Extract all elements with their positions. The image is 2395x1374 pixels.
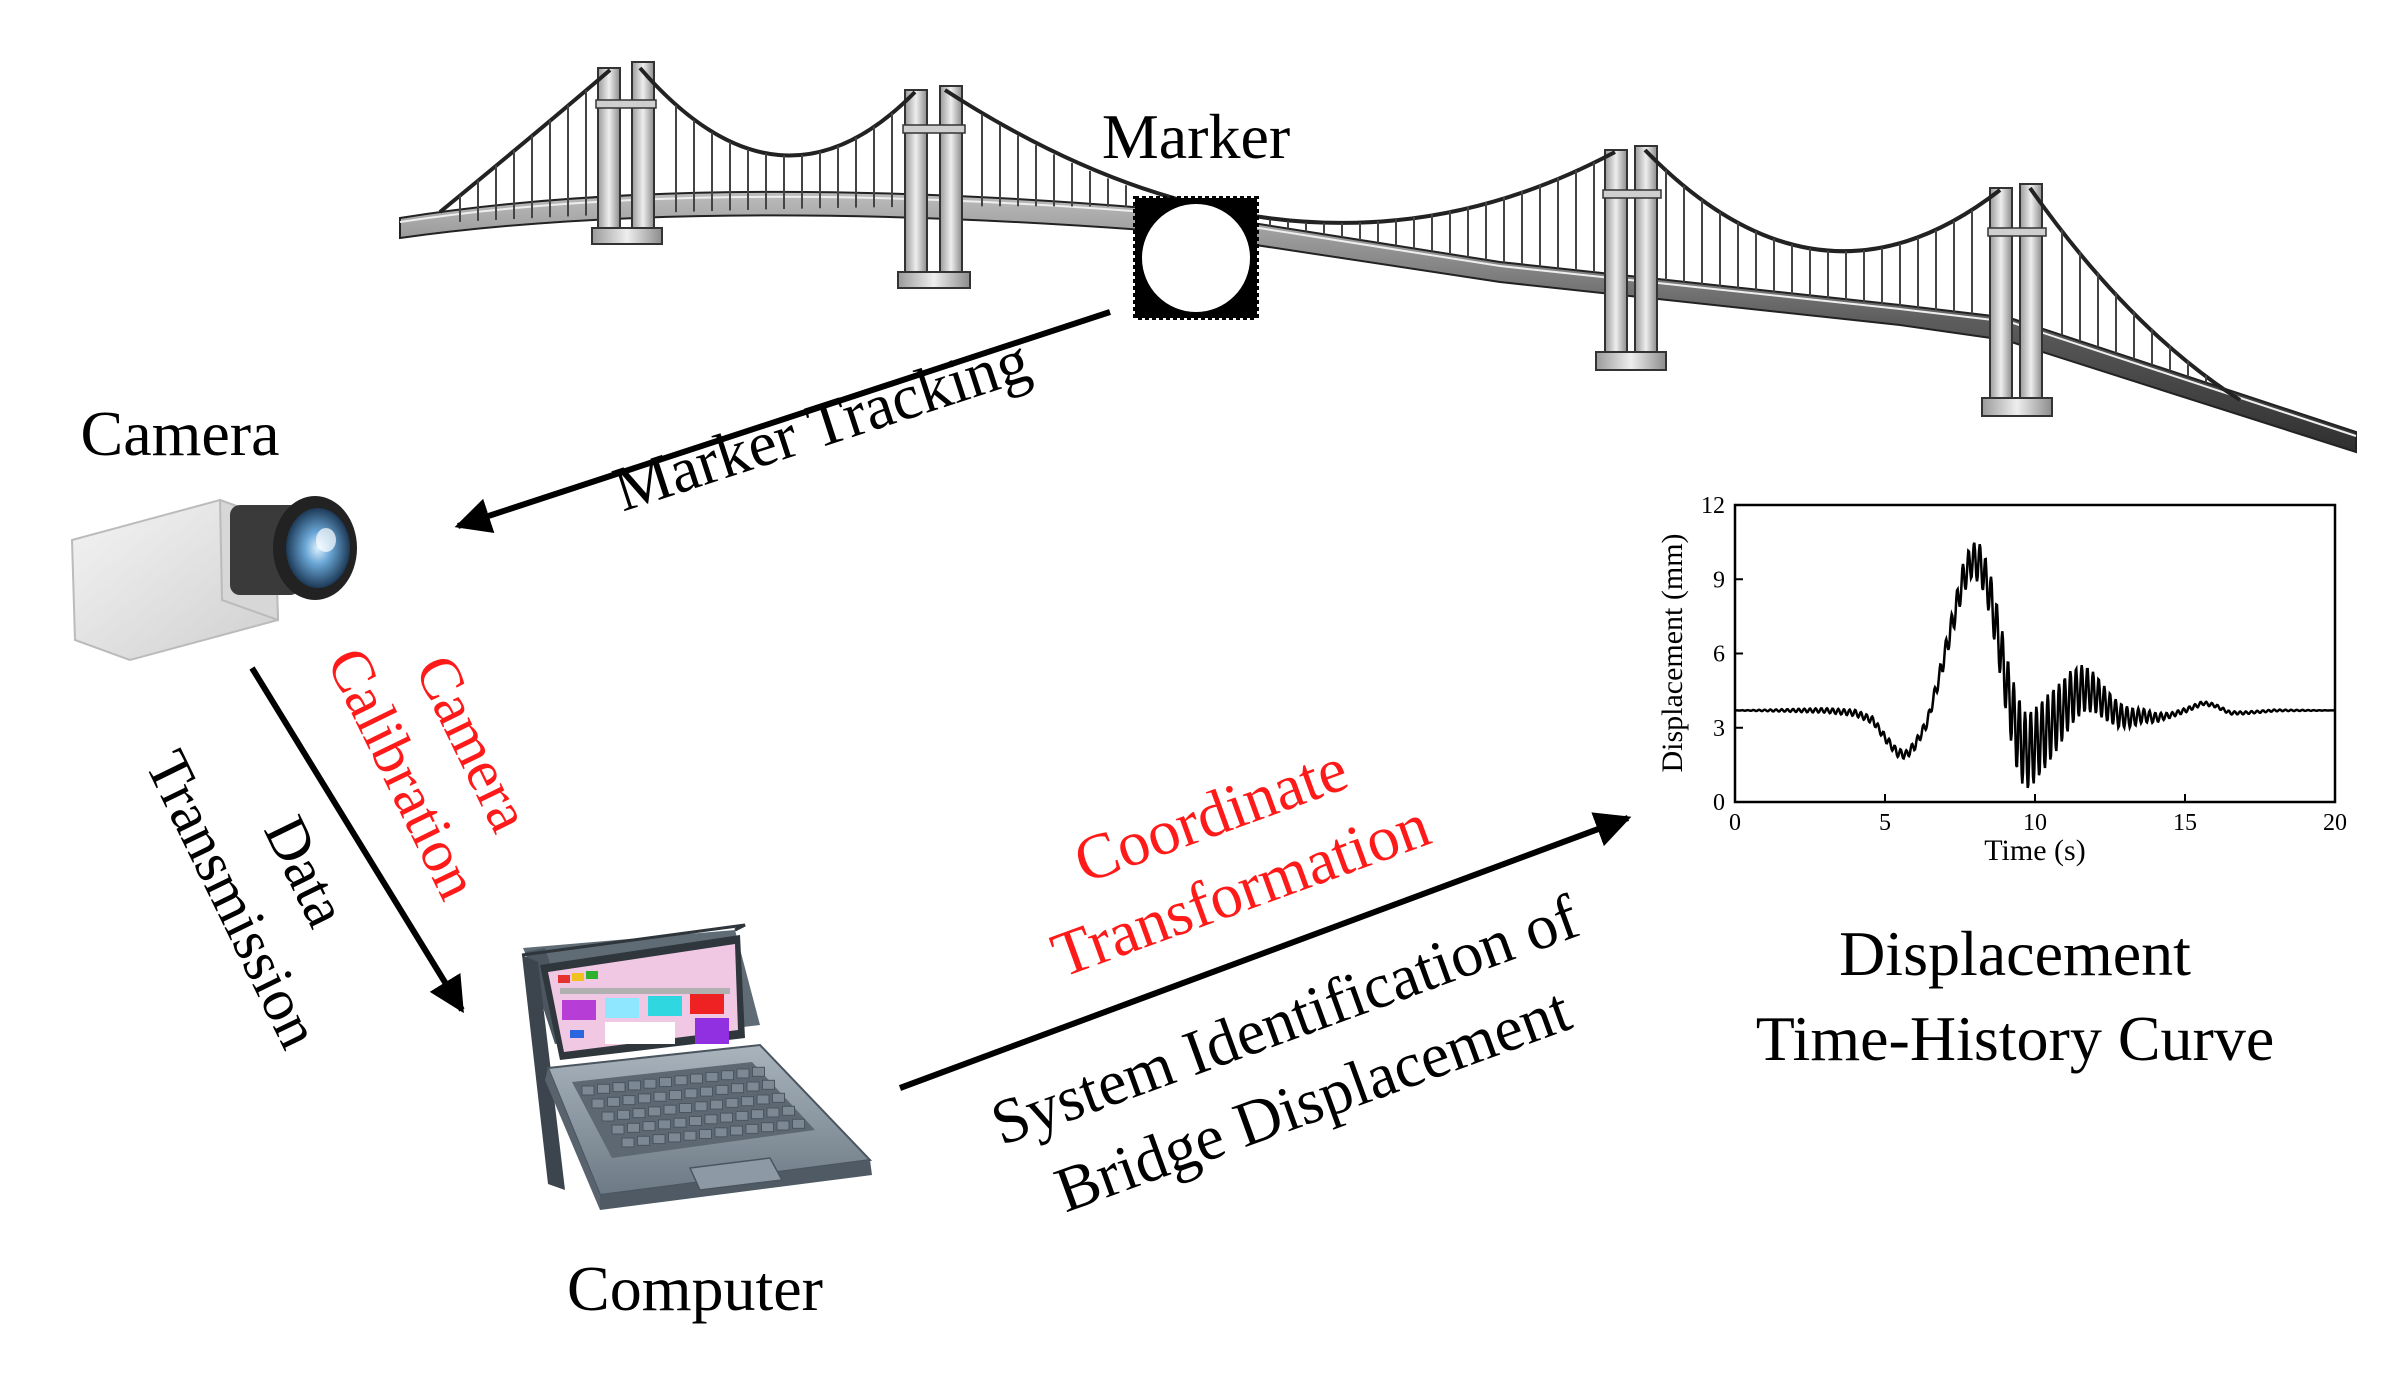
x-tick-label: 15 [2173,810,2197,836]
marker-tracking-label: Marker Tracking [605,324,1038,525]
displacement-chart: 0 5 10 15 20 0 3 6 9 12 Time (s) Displacement (mm… [1656,493,2347,867]
y-tick-label: 9 [1713,567,1725,593]
marker-label: Marker [1102,101,1290,172]
marker-target-icon [1133,196,1259,320]
suspension-bridge-icon [399,61,2357,454]
y-tick-label: 12 [1701,493,1725,519]
marker-tracking-arrow [454,309,1111,533]
y-tick-label: 0 [1713,790,1725,816]
y-tick-label: 3 [1713,716,1725,742]
coordinate-transformation-arrow [898,812,1632,1091]
curve-caption-line2: Time-History Curve [1756,1003,2275,1074]
displacement-series-line [1735,542,2335,789]
laptop-icon [521,923,873,1210]
computer-label: Computer [567,1253,823,1324]
camera-icon [70,496,357,662]
x-tick-label: 20 [2323,810,2347,836]
x-tick-label: 0 [1729,810,1741,836]
chart-y-axis-label: Displacement (mm) [1656,533,1689,772]
x-tick-label: 5 [1879,810,1891,836]
curve-caption-line1: Displacement [1839,918,2191,989]
data-transmission-arrow [249,666,465,1014]
y-tick-label: 6 [1713,642,1725,668]
chart-x-axis-label: Time (s) [1984,834,2085,867]
camera-label: Camera [81,398,280,469]
x-tick-label: 10 [2023,810,2047,836]
